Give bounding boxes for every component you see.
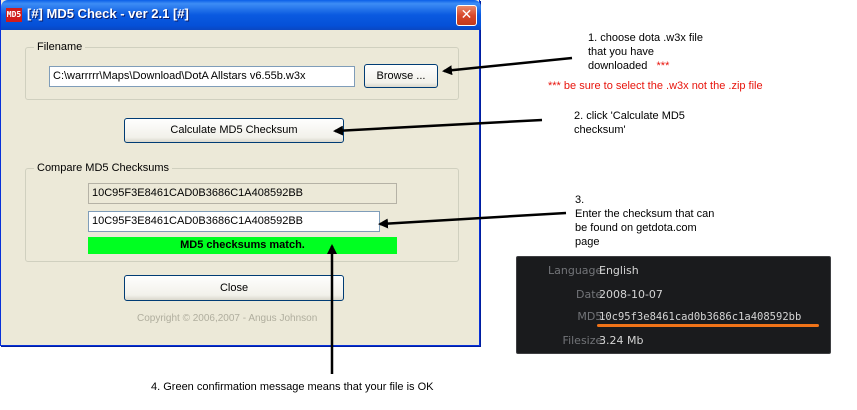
md5-highlight-underline: [597, 324, 819, 327]
file-info-panel: Language: English Date: 2008-10-07 MD5: …: [516, 256, 831, 354]
info-value: 2008-10-07: [599, 288, 663, 301]
info-value: English: [599, 264, 639, 277]
step2-line: 2. click 'Calculate MD5: [574, 110, 685, 122]
calculate-md5-button[interactable]: Calculate MD5 Checksum: [124, 118, 344, 143]
step1-line: downloaded ***: [588, 59, 703, 73]
info-value: 10c95f3e8461cad0b3686c1a408592bb: [599, 311, 802, 323]
arrow-step3: [378, 211, 567, 229]
step1-line: that you have: [588, 46, 655, 58]
title-bar[interactable]: MD5 [#] MD5 Check - ver 2.1 [#] ✕: [1, 0, 481, 30]
info-label: Filesize:: [562, 334, 606, 347]
step4-note: 4. Green confirmation message means that…: [151, 381, 434, 393]
info-label: Date:: [576, 288, 606, 301]
arrow-step2: [333, 118, 543, 136]
info-row-md5: MD5: 10c95f3e8461cad0b3686c1a408592bb: [517, 307, 832, 327]
step1-warning: *** be sure to select the .w3x not the .…: [548, 80, 763, 92]
info-label: MD5:: [577, 310, 606, 323]
step1-stars: ***: [656, 60, 670, 72]
computed-checksum-field: 10C95F3E8461CAD0B3686C1A408592BB: [88, 183, 397, 204]
info-row-date: Date: 2008-10-07: [517, 285, 832, 305]
compare-group: Compare MD5 Checksums: [25, 162, 459, 262]
info-value: 3.24 Mb: [599, 334, 644, 347]
step1-line: 1. choose dota .w3x file: [588, 32, 703, 44]
info-label: Language:: [548, 264, 606, 277]
step2-note: 2. click 'Calculate MD5 checksum': [574, 109, 685, 137]
close-button[interactable]: Close: [124, 275, 344, 301]
step3-line: be found on getdota.com: [575, 222, 697, 234]
step3-line: page: [575, 236, 600, 248]
info-row-filesize: Filesize: 3.24 Mb: [517, 331, 832, 351]
window-close-icon[interactable]: ✕: [456, 5, 477, 26]
filename-input[interactable]: C:\warrrrr\Maps\Download\DotA Allstars v…: [49, 66, 355, 87]
step1-note: 1. choose dota .w3x file that you have d…: [588, 31, 703, 73]
entered-checksum-input[interactable]: 10C95F3E8461CAD0B3686C1A408592BB: [88, 211, 380, 232]
info-row-language: Language: English: [517, 261, 832, 281]
step2-line: checksum': [574, 124, 626, 136]
step3-note: 3. Enter the checksum that can be found …: [575, 193, 714, 249]
match-status-bar: MD5 checksums match.: [88, 237, 397, 254]
step3-line: Enter the checksum that can: [575, 208, 715, 220]
filename-group-label: Filename: [34, 41, 86, 53]
window-title: [#] MD5 Check - ver 2.1 [#]: [27, 6, 189, 21]
step1-line-text: downloaded: [588, 60, 648, 72]
md5-app-icon: MD5: [6, 8, 22, 22]
step3-line: 3.: [575, 194, 585, 206]
arrow-step1: [442, 56, 573, 76]
filename-group: Filename: [25, 41, 459, 100]
md5-check-window: MD5 [#] MD5 Check - ver 2.1 [#] ✕ Filena…: [0, 0, 481, 346]
compare-group-label: Compare MD5 Checksums: [34, 162, 173, 174]
browse-button[interactable]: Browse ...: [364, 64, 438, 88]
copyright-text: Copyright © 2006,2007 - Angus Johnson: [137, 313, 318, 324]
